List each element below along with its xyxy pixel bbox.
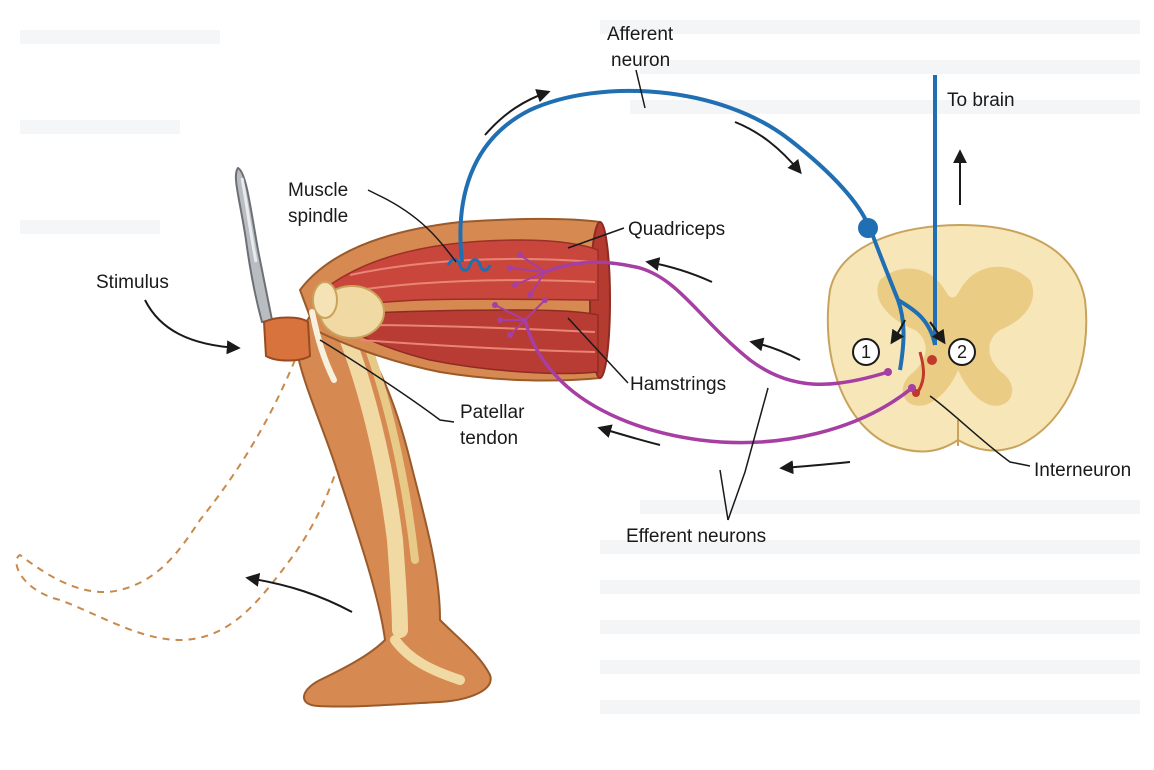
knee-bones: [309, 281, 385, 383]
leader-lines: [319, 69, 1031, 521]
quadriceps-label: Quadriceps: [628, 219, 725, 240]
muscle-spindle-label-line2: spindle: [288, 206, 348, 227]
patellar-tendon-label-line1: Patellar: [460, 402, 525, 423]
efferent-neurons: [492, 252, 916, 445]
efferent-neurons-label: Efferent neurons: [626, 526, 766, 547]
patella: [312, 281, 338, 319]
muscle-spindle-coil: [446, 258, 492, 272]
thigh-muscles: [329, 239, 599, 375]
stimulus-label: Stimulus: [96, 272, 169, 293]
hamstrings-label: Hamstrings: [630, 374, 726, 395]
marker-2-circle: 2: [948, 338, 976, 366]
interneuron-path: [912, 351, 937, 397]
muscle-spindle-label-line1: Muscle: [288, 180, 348, 201]
background-bleed-text: [20, 20, 1140, 714]
marker-1-circle: 1: [852, 338, 880, 366]
afferent-neuron-label-line2: neuron: [611, 50, 670, 71]
leg-rest-outline: [15, 359, 351, 642]
patellar-tendon-label-line2: tendon: [460, 428, 518, 449]
marker-1-label: 1: [861, 342, 871, 362]
marker-2-label: 2: [957, 342, 967, 362]
dorsal-root-ganglion: [858, 218, 878, 238]
quadriceps-muscle: [329, 239, 599, 309]
patellar-tendon: [309, 309, 337, 383]
reflex-hammer: [234, 166, 274, 324]
afferent-neuron-label-line1: Afferent: [607, 24, 674, 45]
signal-direction-arrows: [144, 89, 967, 613]
grey-matter: [877, 266, 1034, 406]
to-brain-label: To brain: [947, 90, 1015, 111]
interneuron-label: Interneuron: [1034, 460, 1131, 481]
stimulus-site: [262, 316, 312, 362]
